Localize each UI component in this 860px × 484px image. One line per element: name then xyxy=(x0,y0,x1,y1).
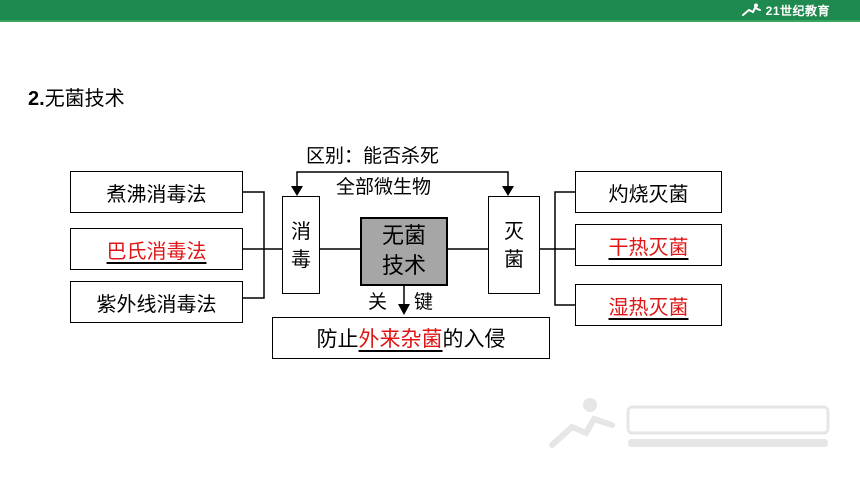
sterilization-box: 灭 菌 xyxy=(488,196,540,294)
top-bracket xyxy=(296,171,509,192)
sterilization-char: 菌 xyxy=(504,247,524,271)
method-moist-heat: 湿热灭菌 xyxy=(575,284,722,326)
disinfection-char: 消 xyxy=(291,219,311,243)
purpose-answer: 外来杂菌 xyxy=(358,327,443,351)
method-uv: 紫外线消毒法 xyxy=(70,281,243,323)
purpose-suffix: 的入侵 xyxy=(442,327,506,351)
method-label: 湿热灭菌 xyxy=(608,294,689,319)
left-bracket xyxy=(243,191,282,299)
top-arrow-right xyxy=(502,186,514,196)
logo-text: 21世纪教育 xyxy=(765,3,830,18)
purpose-box: 防止外来杂菌的入侵 xyxy=(272,317,550,359)
watermark-logo xyxy=(548,395,838,459)
key-label-right: 键 xyxy=(414,291,434,313)
watermark-runner-icon xyxy=(549,398,830,448)
key-arrow-head xyxy=(398,304,410,315)
disinfection-char: 毒 xyxy=(291,247,311,271)
center-line: 技术 xyxy=(381,253,426,279)
top-arrow-left xyxy=(291,186,303,196)
section-title-text: 无菌技术 xyxy=(44,86,125,110)
method-flame: 灼烧灭菌 xyxy=(575,171,722,213)
method-label: 灼烧灭菌 xyxy=(608,181,689,206)
purpose-prefix: 防止 xyxy=(316,327,359,351)
disinfection-box: 消 毒 xyxy=(282,196,320,294)
key-label-left: 关 xyxy=(368,291,388,313)
header-divider xyxy=(0,20,860,22)
top-label: 区别：能否杀死 xyxy=(306,145,440,167)
method-label: 巴氏消毒法 xyxy=(106,238,207,263)
method-label: 紫外线消毒法 xyxy=(96,291,217,316)
method-label: 煮沸消毒法 xyxy=(106,181,207,206)
method-dry-heat: 干热灭菌 xyxy=(575,224,722,266)
section-number: 2. xyxy=(28,88,45,110)
method-label: 干热灭菌 xyxy=(608,234,689,259)
runner-logo-icon xyxy=(741,3,761,16)
method-pasteurization: 巴氏消毒法 xyxy=(70,228,243,270)
aseptic-technique-box: 无菌 技术 xyxy=(360,217,448,286)
right-bracket xyxy=(540,191,575,306)
header-bar: 21世纪教育 xyxy=(0,0,860,20)
center-line: 无菌 xyxy=(381,223,426,249)
top-sublabel: 全部微生物 xyxy=(336,176,432,198)
brand-logo: 21世纪教育 xyxy=(741,2,830,18)
section-title: 2.无菌技术 xyxy=(28,82,125,111)
method-boiling: 煮沸消毒法 xyxy=(70,171,243,213)
sterilization-char: 灭 xyxy=(504,219,524,243)
